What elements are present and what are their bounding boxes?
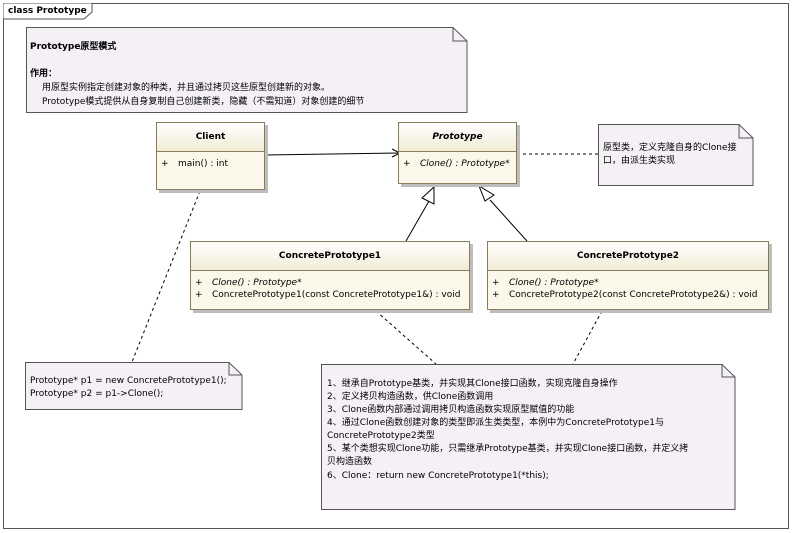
operation-row: + ConcretePrototype2(const ConcreteProto…: [492, 289, 764, 301]
class-concrete-prototype2[interactable]: ConcretePrototype2 + Clone() : Prototype…: [487, 241, 769, 310]
operation-row: + Clone() : Prototype*: [403, 158, 512, 170]
association-client-prototype: [264, 152, 401, 156]
operation-signature: Clone() : Prototype*: [212, 278, 302, 288]
operation-signature: ConcretePrototype2(const ConcretePrototy…: [509, 290, 758, 300]
visibility-marker: +: [492, 290, 500, 300]
concrete-note-line6: 5、某个类想实现Clone功能，只需继承Prototype基类，并实现Clone…: [327, 444, 689, 454]
visibility-marker: +: [195, 278, 203, 288]
prototype-note-line2: 口，由派生类实现: [603, 156, 676, 166]
operation-signature: Clone() : Prototype*: [420, 159, 510, 169]
client-note-shape: [25, 362, 243, 410]
client-note: Prototype* p1 = new ConcretePrototype1()…: [25, 362, 243, 410]
class-concrete-prototype2-operations: + Clone() : Prototype* + ConcretePrototy…: [488, 271, 768, 307]
title-note-line1: 用原型实例指定创建对象的种类，并且通过拷贝这些原型创建新的对象。: [42, 83, 331, 93]
visibility-marker: +: [195, 290, 203, 300]
operation-row: + main() : int: [161, 158, 260, 170]
operation-signature: ConcretePrototype1(const ConcretePrototy…: [212, 290, 461, 300]
generalization-arrow-concrete2: [477, 184, 495, 202]
operation-signature: Clone() : Prototype*: [509, 278, 599, 288]
prototype-note-line1: 原型类，定义克隆自身的Clone接: [603, 143, 737, 153]
class-client[interactable]: Client + main() : int: [156, 122, 265, 190]
title-note-line2: Prototype模式提供从自身复制自己创建新类，隐藏（不需知道）对象创建的细节: [42, 97, 365, 107]
class-concrete-prototype1-operations: + Clone() : Prototype* + ConcretePrototy…: [191, 271, 469, 307]
class-prototype[interactable]: Prototype + Clone() : Prototype*: [398, 122, 517, 184]
concrete-note-shape: [321, 364, 736, 510]
frame-tab-shape: [3, 3, 93, 20]
note-link-client: [131, 190, 201, 363]
operation-row: + Clone() : Prototype*: [492, 277, 764, 289]
class-client-operations: + main() : int: [157, 152, 264, 176]
concrete-note-line5: ConcretePrototype2类型: [327, 431, 435, 441]
class-prototype-operations: + Clone() : Prototype*: [399, 152, 516, 176]
class-prototype-name: Prototype: [399, 123, 516, 152]
visibility-marker: +: [492, 278, 500, 288]
client-note-line1: Prototype* p1 = new ConcretePrototype1()…: [30, 376, 227, 386]
concrete-note-line4: 4、通过Clone函数创建对象的类型即派生类类型，本例中为ConcretePro…: [327, 418, 664, 428]
concrete-note-line7: 贝构造函数: [327, 457, 373, 467]
note-link-concrete2: [572, 310, 603, 365]
class-client-name: Client: [157, 123, 264, 152]
operation-row: + Clone() : Prototype*: [195, 277, 465, 289]
prototype-note: 原型类，定义克隆自身的Clone接 口，由派生类实现: [598, 124, 754, 186]
concrete-note-line2: 2、定义拷贝构造函数，供Clone函数调用: [327, 392, 494, 402]
concrete-note-line8: 6、Clone：return new ConcretePrototype1(*t…: [327, 471, 549, 481]
title-note: Prototype原型模式 作用： 用原型实例指定创建对象的种类，并且通过拷贝这…: [26, 27, 468, 113]
concrete-note: 1、继承自Prototype基类，并实现其Clone接口函数，实现克隆自身操作 …: [321, 364, 736, 510]
generalization-concrete2: [489, 199, 528, 242]
class-concrete-prototype1[interactable]: ConcretePrototype1 + Clone() : Prototype…: [190, 241, 470, 310]
visibility-marker: +: [403, 159, 411, 169]
operation-row: + ConcretePrototype1(const ConcreteProto…: [195, 289, 465, 301]
note-link-concrete1: [375, 310, 437, 365]
frame-label: class Prototype: [8, 6, 87, 16]
title-note-subtitle: 作用：: [30, 69, 58, 79]
concrete-note-line1: 1、继承自Prototype基类，并实现其Clone接口函数，实现克隆自身操作: [327, 379, 618, 389]
diagram-frame: [3, 3, 789, 529]
title-note-shape: [26, 27, 468, 113]
class-concrete-prototype1-name: ConcretePrototype1: [191, 242, 469, 271]
client-note-line2: Prototype* p2 = p1->Clone();: [30, 389, 164, 399]
visibility-marker: +: [161, 159, 169, 169]
prototype-note-shape: [598, 124, 754, 186]
generalization-arrow-concrete1: [421, 185, 435, 205]
concrete-note-line3: 3、Clone函数内部通过调用拷贝构造函数实现原型赋值的功能: [327, 405, 575, 415]
operation-signature: main() : int: [178, 159, 228, 169]
title-note-title: Prototype原型模式: [30, 42, 117, 52]
generalization-concrete1: [405, 200, 430, 242]
class-concrete-prototype2-name: ConcretePrototype2: [488, 242, 768, 271]
